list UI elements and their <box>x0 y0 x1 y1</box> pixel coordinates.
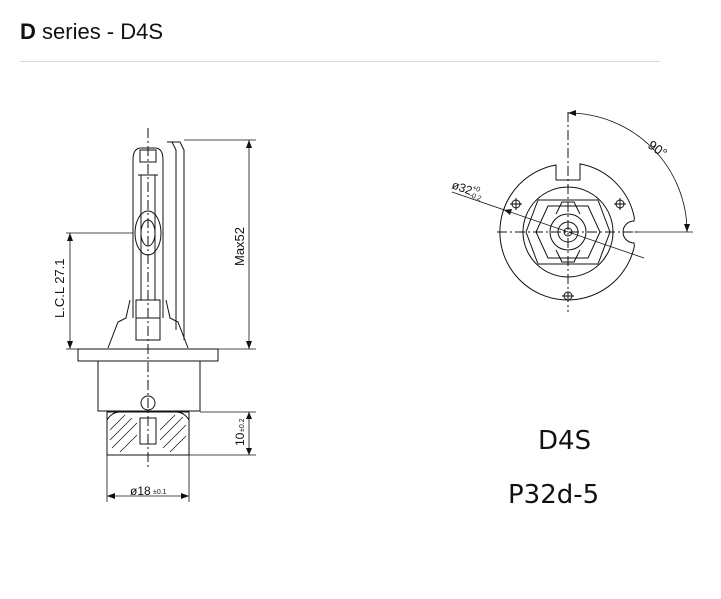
housing-outline <box>525 199 611 265</box>
return-wire-inner <box>171 141 177 330</box>
ring-diameter-label: ø32 <box>450 178 475 198</box>
arc-capsule-inner <box>140 219 156 247</box>
inner-housing <box>522 186 614 278</box>
height-tolerance: ±0.2 <box>239 418 246 432</box>
glass-top <box>132 147 164 161</box>
connector-pin <box>139 417 157 445</box>
base-front-view <box>451 110 693 312</box>
base-body <box>97 360 201 412</box>
base-hole <box>140 395 156 411</box>
connector-chamfer <box>106 411 190 421</box>
height-label: 10 <box>233 432 247 446</box>
return-wire <box>167 141 185 340</box>
ring-tolerance-lower: -0.2 <box>468 192 482 203</box>
tube-cap <box>139 149 157 163</box>
max-label: Max52 <box>232 227 247 266</box>
glass-tube <box>132 160 164 318</box>
header-divider <box>20 61 660 62</box>
connector-hatch <box>109 414 187 453</box>
diameter-tolerance: ±0.1 <box>153 489 167 496</box>
arc-capsule <box>134 210 162 256</box>
bulb-side-view <box>66 128 256 502</box>
housing-ribs <box>555 201 581 263</box>
housing-inner <box>535 205 601 259</box>
center-boss-inner <box>557 221 579 243</box>
diameter-label: ø18 <box>130 484 151 498</box>
angle-label: 90° <box>645 137 670 161</box>
page-title: D series - D4S <box>20 18 163 46</box>
outer-ring <box>499 163 635 301</box>
series-letter: D <box>20 19 36 44</box>
ring-diameter-leader <box>451 191 645 259</box>
ring-tolerance-upper: +0 <box>471 185 481 194</box>
clip-left <box>107 299 131 349</box>
ring-diameter-annotation: ø32 +0 -0.2 <box>450 178 482 203</box>
center-boss <box>549 213 587 251</box>
tube-base <box>135 299 161 341</box>
model-name: D4S <box>538 426 592 456</box>
angle-arc <box>567 112 688 233</box>
center-pin <box>563 227 573 237</box>
base-type: P32d-5 <box>508 480 600 510</box>
title-text: series - D4S <box>35 19 164 44</box>
clip-right <box>165 299 189 349</box>
lcl-label: L.C.L 27.1 <box>52 258 67 318</box>
base-sides <box>97 361 201 411</box>
